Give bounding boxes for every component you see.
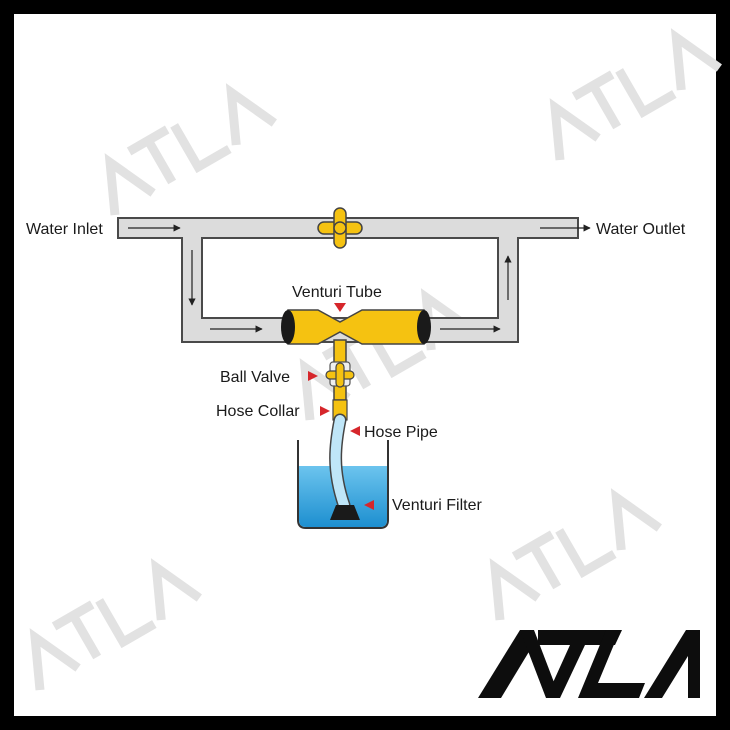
venturi-filter: [330, 505, 360, 520]
atla-logo: [478, 630, 700, 698]
ball-valve-pointer: [308, 371, 318, 381]
venturi-filter-pointer: [364, 500, 374, 510]
venturi-filter-label: Venturi Filter: [392, 497, 482, 514]
hose-collar-pointer: [320, 406, 330, 416]
venturi-tube-label: Venturi Tube: [292, 284, 382, 301]
venturi-inlet-end: [281, 310, 295, 344]
ball-valve-handle: [325, 362, 355, 388]
water-outlet-label: Water Outlet: [596, 221, 686, 238]
water-inlet-label: Water Inlet: [26, 221, 103, 238]
watermark-logos: [29, 28, 722, 691]
watermark-logo: [549, 28, 722, 161]
hose-collar-label: Hose Collar: [216, 403, 300, 420]
pointer-markers: [308, 303, 374, 510]
hose-pipe-label: Hose Pipe: [364, 424, 438, 441]
watermark-logo: [104, 83, 277, 216]
watermark-logo: [489, 488, 662, 621]
water-container: [297, 440, 389, 529]
venturi-tube: [287, 309, 425, 345]
hose-pipe-pointer: [350, 426, 360, 436]
canvas-background: [14, 14, 716, 716]
venturi-outlet-end: [417, 310, 431, 344]
flow-arrows: [128, 224, 591, 333]
venturi-tube-pointer: [334, 303, 346, 312]
ball-valve-label: Ball Valve: [220, 369, 290, 386]
bypass-pipe: [117, 217, 579, 343]
watermark-logo: [29, 558, 202, 691]
top-valve-handle: [317, 207, 363, 249]
